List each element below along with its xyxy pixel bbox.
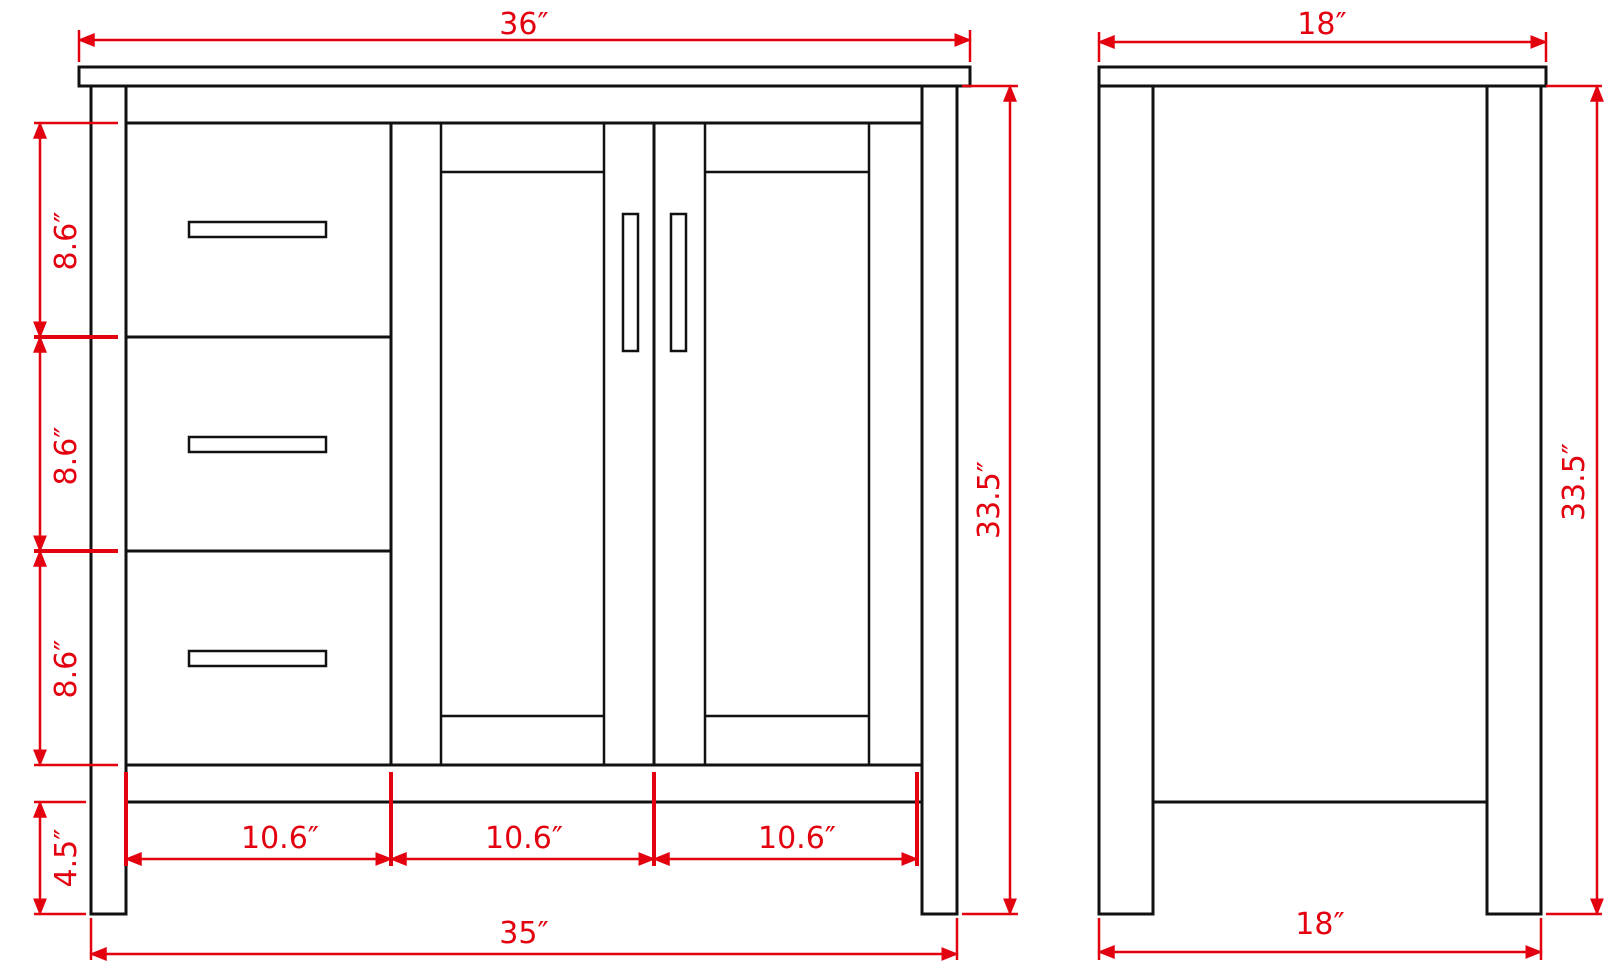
section-width-label-3: 10.6″ [758,821,836,856]
drawer-height-label-2: 8.6″ [49,427,84,486]
drawer-bottom[interactable] [124,549,393,767]
side-back-leg [1485,84,1543,916]
drawer-middle-handle [187,435,328,454]
drawer-top-handle [187,220,328,239]
front-left-leg [89,84,128,916]
front-countertop [77,65,972,88]
drawer-bottom-handle [187,649,328,668]
door-right-panel [703,121,871,767]
top-width-label: 36″ [499,7,548,42]
side-view [1097,65,1548,916]
drawer-stack [124,121,393,767]
side-base-depth-label: 18″ [1295,907,1344,942]
side-front-leg [1097,84,1155,916]
front-bottom-rail [124,763,924,804]
side-panel [1151,84,1489,804]
drawer-height-label-3: 8.6″ [49,640,84,699]
height-label: 33.5″ [972,461,1007,539]
door-right-frame[interactable] [652,121,924,767]
front-dimensions: 36″ 35″ 33.5″ 8.6″ 8.6″ 8.6″ 4.5″ [33,7,1018,961]
door-left-panel [439,121,606,767]
section-width-label-1: 10.6″ [241,821,319,856]
front-view [77,65,972,916]
door-right [652,121,924,767]
drawer-height-label-1: 8.6″ [49,212,84,271]
side-dimensions: 18″ 18″ 33.5″ [1097,7,1604,960]
side-countertop [1097,65,1548,88]
front-right-leg [920,84,959,916]
door-left-frame[interactable] [389,121,656,767]
drawer-middle[interactable] [124,335,393,553]
door-left [389,121,656,767]
door-left-handle [621,212,640,353]
drawer-top[interactable] [124,121,393,339]
toe-kick-label: 4.5″ [49,829,84,888]
side-height-label: 33.5″ [1557,443,1592,521]
section-width-label-2: 10.6″ [485,821,563,856]
base-width-label: 35″ [499,916,548,951]
door-right-handle [669,212,688,353]
front-top-apron [124,84,924,125]
side-top-depth-label: 18″ [1297,7,1346,42]
